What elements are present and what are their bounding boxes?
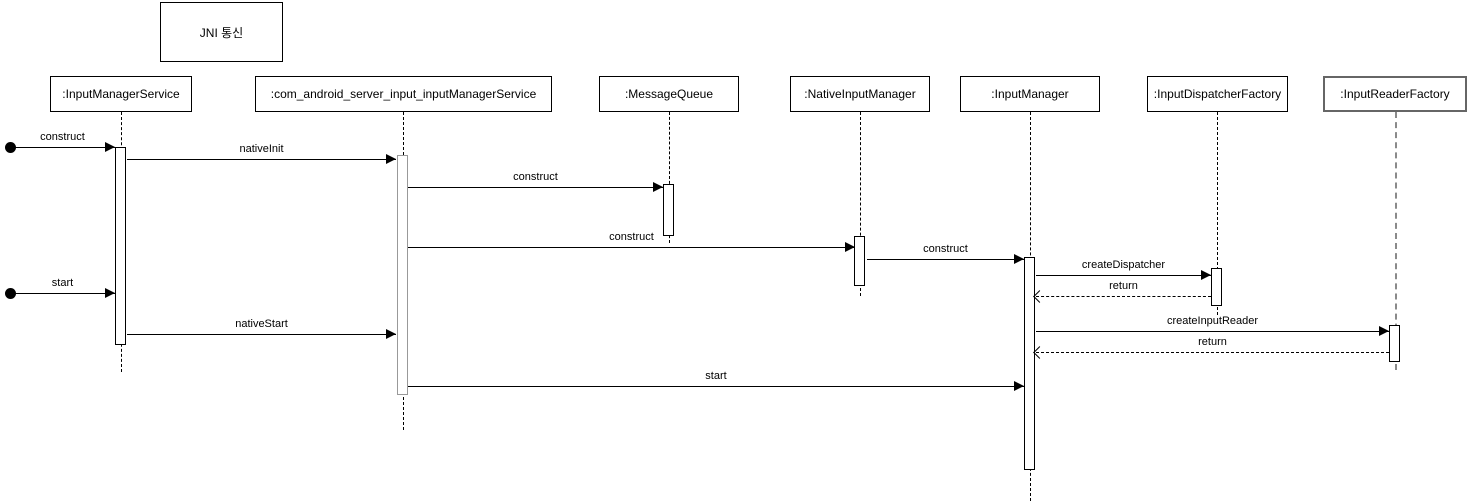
actor-messagequeue: :MessageQueue	[599, 76, 739, 112]
activation-messagequeue	[663, 184, 674, 236]
actor-label: :InputDispatcherFactory	[1153, 87, 1282, 101]
actor-label: :InputManager	[991, 87, 1069, 101]
activation-com-android-server-input-inputmanagerservice	[397, 155, 408, 395]
message-4-construct-arrow-icon	[1014, 254, 1024, 264]
message-9-createinputreader-label: createInputReader	[1166, 315, 1259, 327]
message-8-nativestart-label: nativeStart	[235, 318, 288, 330]
actor-inputmanagerservice: :InputManagerService	[50, 76, 192, 112]
message-6-return-line	[1036, 296, 1211, 297]
message-1-nativeinit-arrow-icon	[386, 154, 396, 164]
message-1-nativeinit-label: nativeInit	[239, 143, 284, 155]
message-0-construct-found-dot-icon	[5, 142, 16, 153]
lifeline-nativeinputmanager	[860, 112, 861, 296]
actor-label: :MessageQueue	[624, 87, 714, 101]
message-10-return-open-arrow-icon	[1033, 346, 1046, 359]
message-10-return-label: return	[1198, 336, 1227, 348]
message-2-construct-arrow-icon	[653, 182, 663, 192]
message-6-return-label: return	[1109, 280, 1138, 292]
message-5-createdispatcher-line	[1036, 275, 1211, 276]
message-7-start-label: start	[51, 277, 74, 289]
actor-label: :InputManagerService	[62, 87, 180, 101]
message-2-construct-line	[408, 187, 663, 188]
message-8-nativestart-arrow-icon	[386, 329, 396, 339]
lifeline-inputreaderfactory	[1395, 112, 1397, 370]
message-9-createinputreader-arrow-icon	[1379, 326, 1389, 336]
message-0-construct-arrow-icon	[105, 142, 115, 152]
actor-inputreaderfactory: :InputReaderFactory	[1323, 76, 1467, 112]
message-4-construct-label: construct	[923, 243, 968, 255]
message-3-construct-label: construct	[609, 231, 654, 243]
message-8-nativestart-line	[127, 334, 396, 335]
message-4-construct-line	[867, 259, 1024, 260]
message-2-construct-label: construct	[513, 171, 558, 183]
message-7-start-arrow-icon	[105, 288, 115, 298]
activation-nativeinputmanager	[854, 236, 865, 286]
message-11-start-line	[408, 386, 1024, 387]
message-5-createdispatcher-arrow-icon	[1201, 270, 1211, 280]
message-7-start-found-dot-icon	[5, 288, 16, 299]
actor-inputmanager: :InputManager	[960, 76, 1100, 112]
activation-inputmanager	[1024, 257, 1035, 470]
message-1-nativeinit-line	[127, 159, 396, 160]
activation-inputdispatcherfactory	[1211, 268, 1222, 306]
message-6-return-open-arrow-icon	[1033, 290, 1046, 303]
message-3-construct-arrow-icon	[845, 242, 855, 252]
activation-inputreaderfactory	[1389, 325, 1400, 362]
actor-label: :InputReaderFactory	[1340, 87, 1450, 101]
lifeline-messagequeue	[669, 112, 670, 243]
message-9-createinputreader-line	[1036, 331, 1389, 332]
actor-com-android-server-input-inputmanagerservice: :com_android_server_input_inputManagerSe…	[255, 76, 552, 112]
message-11-start-arrow-icon	[1014, 381, 1024, 391]
actor-label: :com_android_server_input_inputManagerSe…	[270, 87, 537, 101]
message-11-start-label: start	[705, 370, 727, 382]
activation-inputmanagerservice	[115, 147, 126, 345]
actor-label: :NativeInputManager	[804, 87, 916, 101]
lifeline-inputdispatcherfactory	[1217, 112, 1218, 315]
message-10-return-line	[1036, 352, 1389, 353]
diagram-title-box: JNI 통신	[160, 2, 283, 62]
message-7-start-line	[10, 293, 115, 294]
message-3-construct-line	[408, 247, 855, 248]
message-5-createdispatcher-label: createDispatcher	[1081, 259, 1166, 271]
actor-nativeinputmanager: :NativeInputManager	[790, 76, 930, 112]
message-0-construct-label: construct	[40, 131, 85, 143]
message-0-construct-line	[10, 147, 115, 148]
diagram-title: JNI 통신	[199, 25, 244, 40]
actor-inputdispatcherfactory: :InputDispatcherFactory	[1147, 76, 1288, 112]
